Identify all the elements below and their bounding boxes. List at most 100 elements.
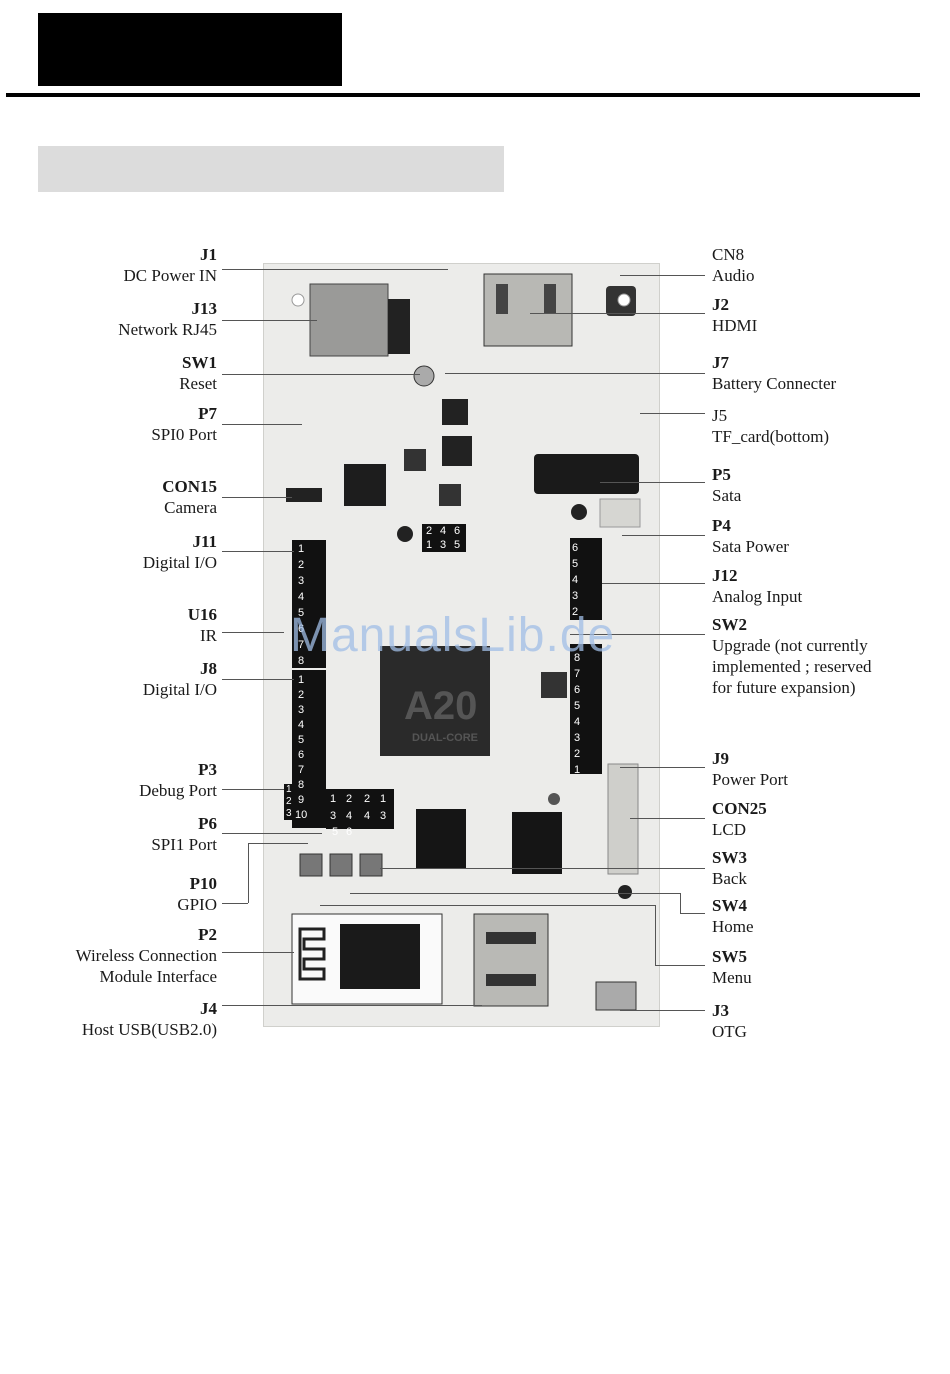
- leader-line: [320, 905, 655, 906]
- leader-line: [222, 903, 248, 904]
- leader-line: [222, 632, 284, 633]
- otg-connector: [596, 982, 636, 1010]
- pin-label: 9: [298, 794, 304, 806]
- pin-label: 3: [330, 810, 336, 822]
- pin-label: 1: [380, 793, 386, 805]
- leader-line: [222, 551, 294, 552]
- pin-label: 4: [346, 810, 352, 822]
- pin-label: 4: [298, 719, 304, 731]
- pin-label: 4: [574, 716, 580, 728]
- pin-label: 1: [426, 539, 432, 551]
- pin-label: 3: [298, 575, 304, 587]
- label-j1: J1DC Power IN: [124, 244, 218, 286]
- leader-line: [350, 893, 680, 894]
- reset-button-drawing: [414, 366, 434, 386]
- leader-line: [380, 868, 705, 869]
- label-p7: P7SPI0 Port: [151, 403, 217, 445]
- pin-label: 2: [574, 748, 580, 760]
- leader-line: [680, 893, 681, 913]
- pin-label: 3: [286, 808, 292, 819]
- leader-line: [620, 1010, 705, 1011]
- leader-line: [622, 535, 705, 536]
- header-rule: [6, 93, 920, 97]
- pin-label: 6: [298, 749, 304, 761]
- pin-label: 2: [346, 793, 352, 805]
- pin-label: 3: [572, 590, 578, 602]
- pin-label: 6: [572, 542, 578, 554]
- leader-line: [222, 679, 294, 680]
- lcd-connector: [608, 764, 638, 874]
- pin-label: 4: [440, 525, 446, 537]
- pin-label: 4: [298, 591, 304, 603]
- pin-label: 1: [298, 543, 304, 555]
- pin-label: 7: [574, 668, 580, 680]
- leader-line: [620, 767, 705, 768]
- rj45-connector: [310, 284, 388, 356]
- leader-line: [222, 1005, 482, 1006]
- leader-line: [248, 843, 308, 844]
- leader-line: [445, 373, 705, 374]
- pin-label: 5: [332, 826, 338, 838]
- pin-label: 10: [295, 809, 307, 821]
- pin-label: 8: [298, 779, 304, 791]
- label-u16: U16IR: [188, 604, 217, 646]
- leader-line: [602, 583, 705, 584]
- leader-line: [222, 424, 302, 425]
- leader-line: [655, 965, 705, 966]
- pin-label: 5: [572, 558, 578, 570]
- pin-label: 4: [572, 574, 578, 586]
- section-title-bar: [38, 146, 504, 192]
- pin-label: 7: [298, 764, 304, 776]
- pin-label: 6: [346, 826, 352, 838]
- leader-line: [222, 320, 317, 321]
- leader-line: [630, 818, 705, 819]
- pin-label: 3: [298, 704, 304, 716]
- sata-connector: [534, 454, 639, 494]
- pin-label: 1: [298, 674, 304, 686]
- leader-line: [222, 789, 284, 790]
- pin-label: 2: [426, 525, 432, 537]
- leader-line: [248, 843, 249, 903]
- leader-line: [222, 952, 294, 953]
- pin-label: 2: [286, 796, 292, 807]
- pin-label: 6: [454, 525, 460, 537]
- label-p5: P5Sata: [712, 464, 741, 506]
- pin-label: 2: [298, 559, 304, 571]
- pin-label: 1: [574, 764, 580, 776]
- usb-host-connector: [474, 914, 548, 1006]
- header-title-block: [38, 13, 342, 86]
- leader-line: [655, 905, 656, 965]
- leader-line: [530, 313, 705, 314]
- pin-label: 1: [330, 793, 336, 805]
- pin-label: 4: [364, 810, 370, 822]
- leader-line: [640, 413, 705, 414]
- leader-line: [600, 482, 705, 483]
- leader-line: [222, 269, 448, 270]
- pin-label: 2: [364, 793, 370, 805]
- pin-label: 5: [454, 539, 460, 551]
- leader-line: [680, 913, 705, 914]
- leader-line: [222, 497, 292, 498]
- pin-label: 6: [574, 684, 580, 696]
- watermark-text: ManualsLib.de: [290, 608, 615, 663]
- pin-label: 3: [440, 539, 446, 551]
- pin-label: 3: [574, 732, 580, 744]
- leader-line: [620, 275, 705, 276]
